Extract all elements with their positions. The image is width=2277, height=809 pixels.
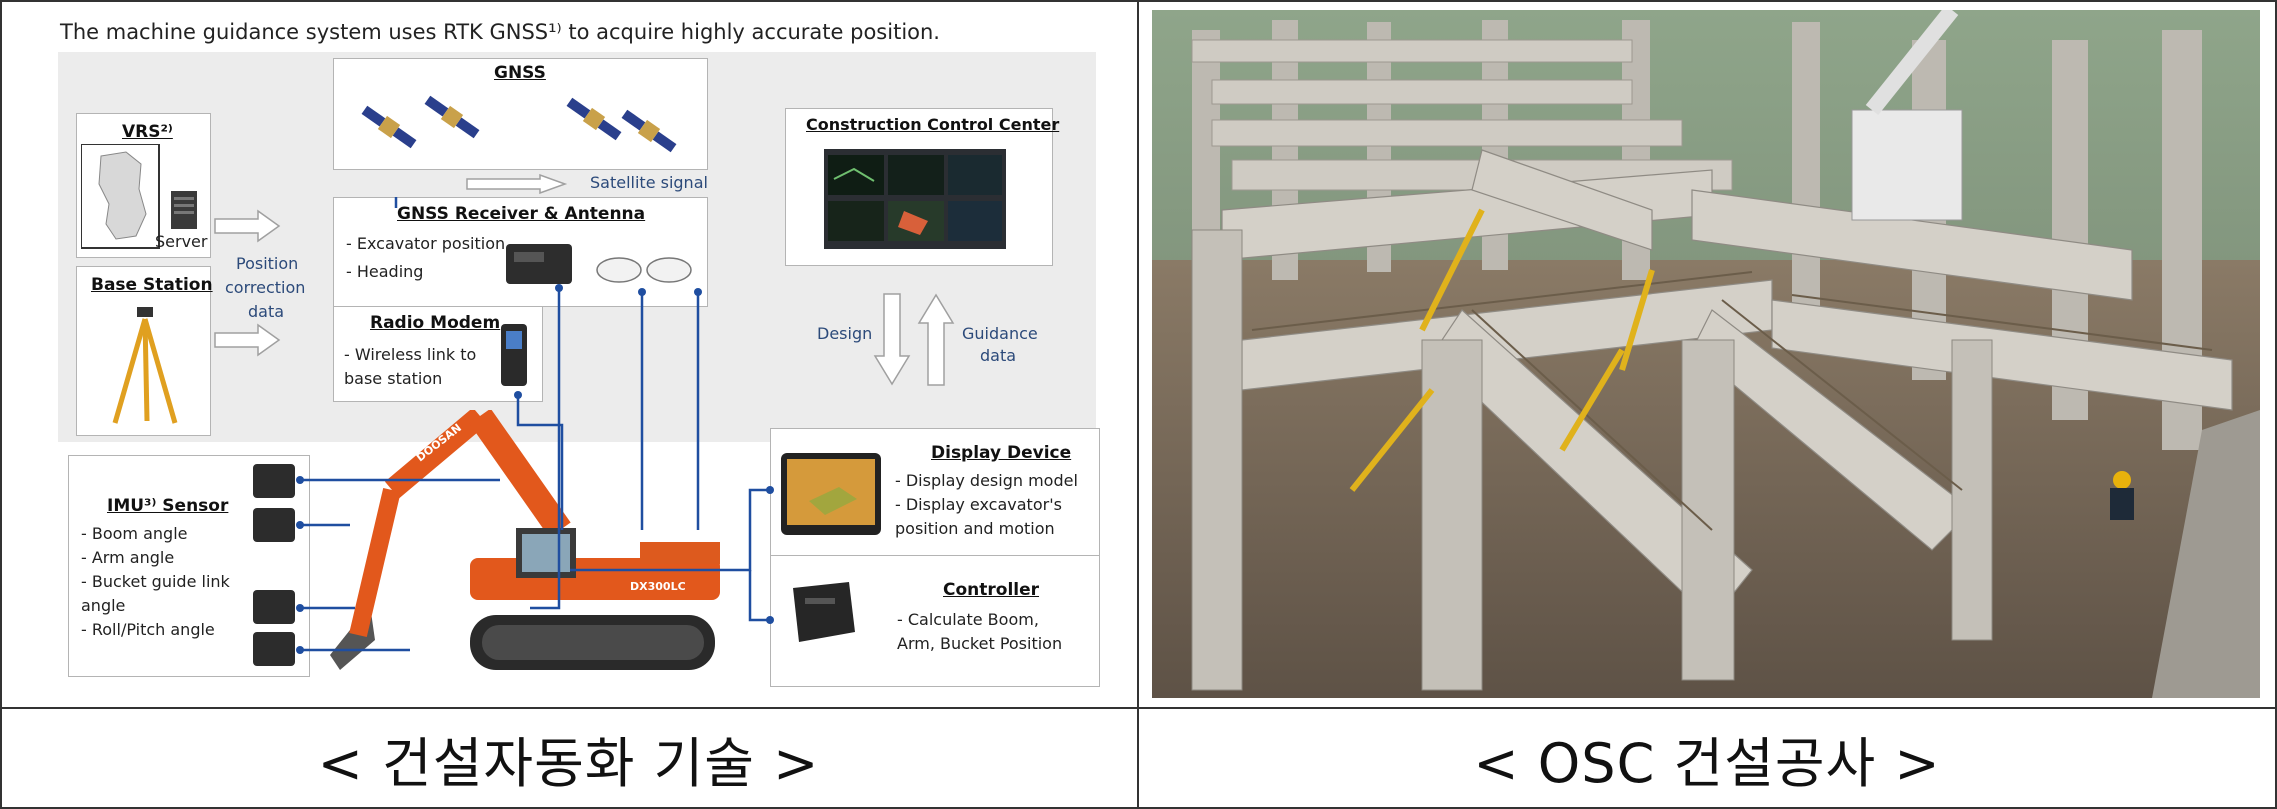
satellite-signal-arrow (465, 174, 575, 194)
controller-item-1: - Calculate Boom, (897, 608, 1039, 632)
control-center-title: Construction Control Center (806, 115, 1059, 134)
imu-item-4: angle (81, 594, 125, 618)
guidance-label-line2: data (980, 344, 1016, 368)
diagram-intro: The machine guidance system uses RTK GNS… (60, 20, 940, 44)
server-label: Server (155, 230, 207, 254)
caption-divider (0, 707, 2275, 709)
korea-map-icon (81, 144, 161, 249)
receiver-title: GNSS Receiver & Antenna (397, 204, 645, 224)
radio-item-1: - Wireless link to (344, 343, 476, 367)
imu-title: IMU³⁾ Sensor (107, 496, 228, 516)
imu-item-2: - Arm angle (81, 546, 174, 570)
radio-modem-box: Radio Modem - Wireless link to base stat… (333, 306, 543, 402)
satellite-signal-label: Satellite signal (590, 173, 708, 192)
gnss-receiver-box: GNSS Receiver & Antenna - Excavator posi… (333, 197, 708, 307)
precast-concrete-frame-image (1152, 10, 2260, 698)
design-label: Design (817, 322, 872, 346)
display-item-2: - Display excavator's (895, 493, 1062, 517)
correction-arrow-top (213, 208, 283, 244)
display-item-3: position and motion (895, 517, 1055, 541)
display-title: Display Device (931, 443, 1071, 463)
server-icon (169, 189, 199, 231)
control-room-monitors (824, 149, 1006, 249)
radio-item-2: base station (344, 367, 442, 391)
imu-item-3: - Bucket guide link (81, 570, 230, 594)
display-item-1: - Display design model (895, 469, 1078, 493)
caption-right: < OSC 건설공사 > (1139, 712, 2275, 804)
receiver-item-2: - Heading (346, 260, 423, 284)
receiver-item-1: - Excavator position (346, 232, 505, 256)
imu-sensor-box: IMU³⁾ Sensor - Boom angle - Arm angle - … (68, 455, 310, 677)
control-center-box: Construction Control Center (785, 108, 1053, 266)
vrs-title: VRS²⁾ (122, 122, 173, 142)
imu-item-1: - Boom angle (81, 522, 187, 546)
radio-title: Radio Modem (370, 313, 500, 333)
correction-arrow-bottom (213, 322, 283, 358)
design-arrow-down (872, 292, 912, 387)
excavator-illustration: DOOSAN DX300LC (310, 410, 770, 700)
display-device-box: Display Device - Display design model - … (770, 428, 1100, 556)
controller-icon (781, 578, 861, 648)
position-correction-line2: correction (225, 276, 305, 300)
imu-sensors-icons (249, 460, 299, 670)
guidance-arrow-up (916, 292, 956, 387)
radio-modem-icon (498, 321, 530, 389)
satellites-icon (334, 59, 706, 169)
tripod-icon (105, 303, 185, 428)
controller-title: Controller (943, 580, 1039, 600)
caption-left: < 건설자동화 기술 > (0, 712, 1137, 804)
receiver-antenna-icon (504, 238, 704, 298)
gnss-box: GNSS (333, 58, 708, 170)
position-correction-line1: Position (236, 252, 298, 276)
machine-guidance-diagram: The machine guidance system uses RTK GNS… (10, 10, 1130, 702)
excavator-model: DX300LC (630, 580, 686, 593)
imu-item-5: - Roll/Pitch angle (81, 618, 215, 642)
guidance-label-line1: Guidance (962, 322, 1038, 346)
display-device-icon (779, 451, 883, 537)
position-correction-line3: data (248, 300, 284, 324)
base-station-box: Base Station (76, 266, 211, 436)
base-station-title: Base Station (91, 275, 213, 295)
panel-divider (1137, 0, 1139, 807)
osc-construction-photo (1152, 10, 2260, 698)
vrs-box: VRS²⁾ Server (76, 113, 211, 258)
controller-item-2: Arm, Bucket Position (897, 632, 1062, 656)
controller-box: Controller - Calculate Boom, Arm, Bucket… (770, 555, 1100, 687)
